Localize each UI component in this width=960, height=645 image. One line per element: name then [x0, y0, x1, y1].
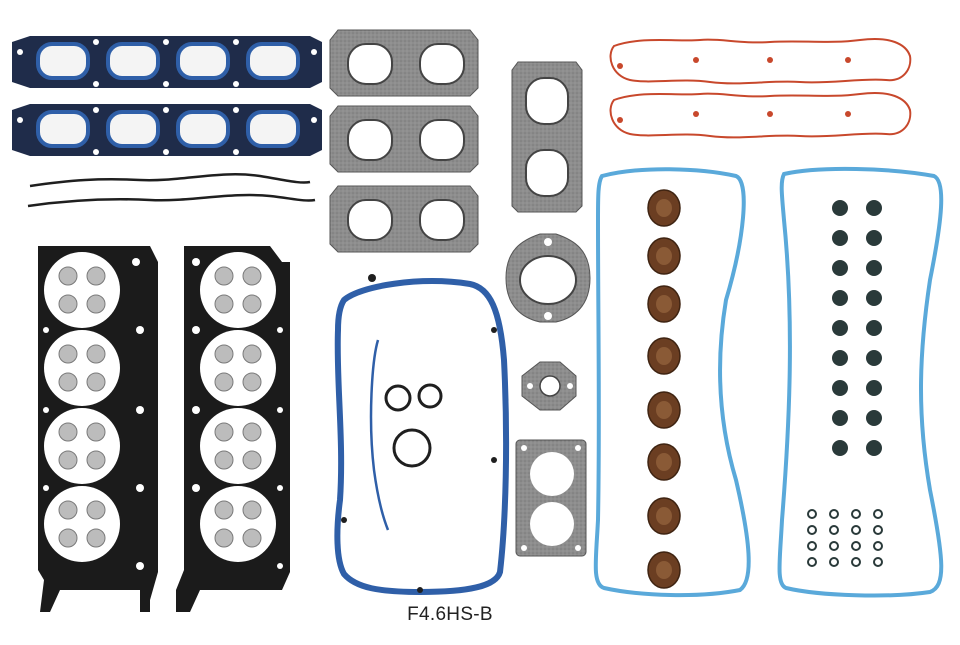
oil-pan-front-cover-gasket — [334, 274, 510, 596]
timing-cover-strip-gaskets — [27, 173, 316, 208]
intake-manifold-gasket-lower — [12, 104, 322, 156]
cylinder-head-gasket-left — [38, 246, 158, 612]
plenum-gaskets — [609, 38, 912, 139]
valve-stem-seals — [807, 200, 883, 567]
spark-plug-tube-seals — [647, 189, 681, 589]
part-number-caption: F4.6HS-B — [407, 604, 493, 625]
egr-flange-gaskets — [505, 233, 591, 411]
cylinder-head-gasket-right — [176, 246, 290, 612]
throttle-body-gasket — [515, 439, 587, 557]
exhaust-manifold-gaskets — [329, 29, 583, 253]
intake-manifold-gasket-upper — [12, 36, 322, 88]
valve-cover-gaskets — [593, 166, 944, 598]
